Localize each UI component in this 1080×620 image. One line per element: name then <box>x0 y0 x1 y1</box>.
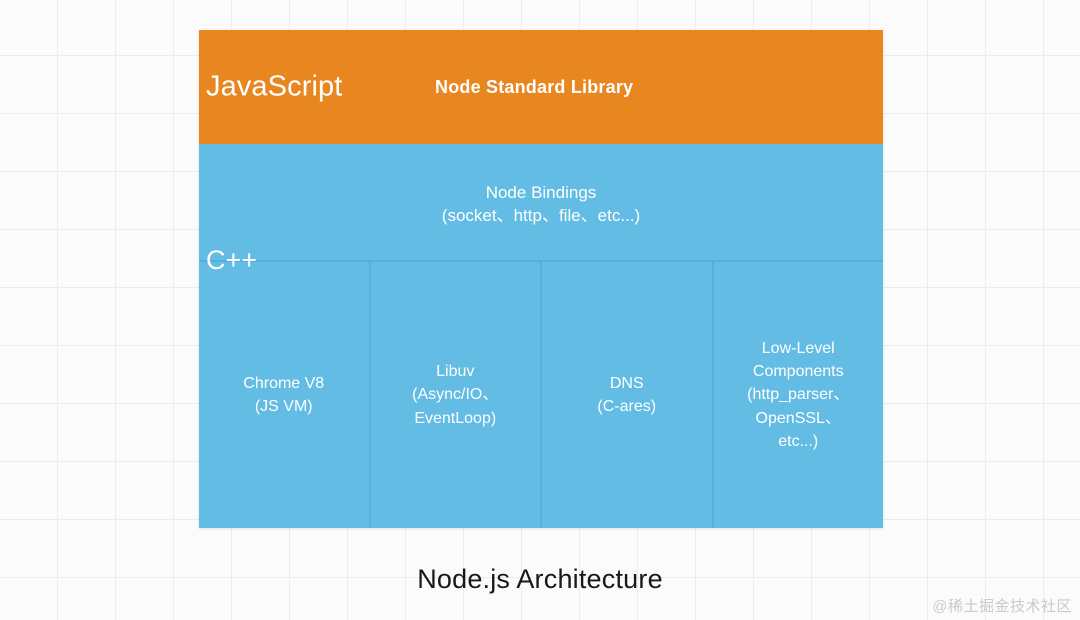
component-libuv-label: Libuv (Async/IO、 EventLoop) <box>412 363 499 427</box>
node-standard-library-block: Node Standard Library <box>435 77 634 97</box>
diagram-caption: Node.js Architecture <box>417 564 663 594</box>
component-chrome-v8-label: Chrome V8 (JS VM) <box>243 374 325 415</box>
node-bindings-label: Node Bindings (socket、http、file、etc...) <box>441 183 641 225</box>
component-chrome-v8: Chrome V8 (JS VM) <box>199 262 371 528</box>
cpp-components-row: Chrome V8 (JS VM) Libuv (Async/IO、 Event… <box>199 262 883 528</box>
node-architecture-diagram: JavaScript Node Standard Library Node Bi… <box>199 30 883 528</box>
component-low-level: Low-Level Components (http_parser、 OpenS… <box>714 262 884 528</box>
cpp-layer: Node Bindings (socket、http、file、etc...) … <box>199 144 883 528</box>
component-low-level-label: Low-Level Components (http_parser、 OpenS… <box>747 340 850 450</box>
component-dns: DNS (C-ares) <box>542 262 714 528</box>
node-bindings-block: Node Bindings (socket、http、file、etc...) … <box>199 144 883 274</box>
component-dns-label: DNS (C-ares) <box>597 374 657 415</box>
component-libuv: Libuv (Async/IO、 EventLoop) <box>371 262 542 528</box>
javascript-layer: JavaScript Node Standard Library <box>199 30 883 144</box>
cpp-layer-label: C++ <box>206 245 258 275</box>
javascript-layer-label: JavaScript <box>206 70 343 103</box>
watermark: @稀土掘金技术社区 <box>932 598 1072 615</box>
